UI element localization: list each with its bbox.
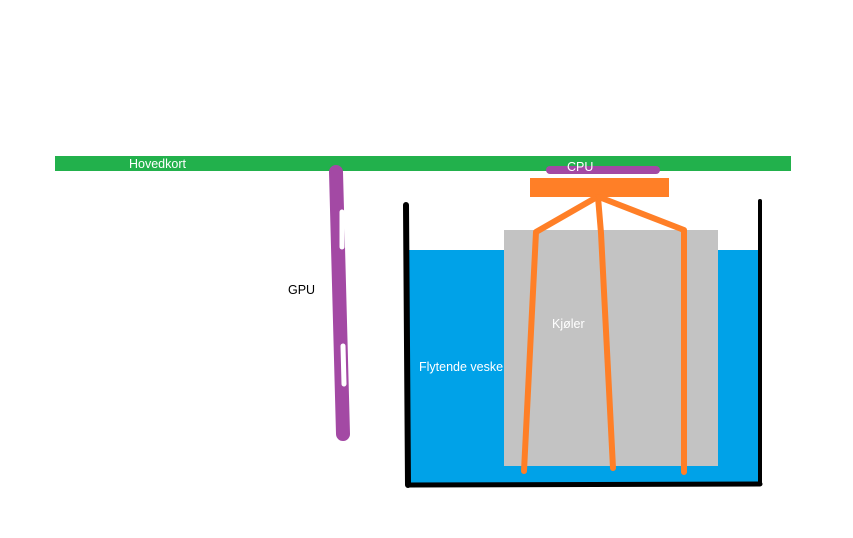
heat-pipe-middle: [595, 194, 616, 471]
cooler-label: Kjøler: [552, 317, 585, 331]
gpu-slot-lower: [340, 343, 347, 387]
gpu-body: [329, 165, 350, 441]
heat-pipe-right: [596, 194, 687, 475]
heat-spreader-plate: [530, 178, 669, 197]
heat-pipes: [521, 194, 687, 475]
tank: [403, 199, 763, 488]
liquid-label: Flytende veske: [419, 360, 503, 374]
tank-left-wall: [403, 202, 411, 488]
gpu-card: [329, 165, 350, 441]
motherboard-label: Hovedkort: [129, 157, 186, 171]
gpu-label: GPU: [288, 283, 315, 297]
tank-bottom-wall: [405, 481, 763, 488]
cpu-label: CPU: [567, 160, 593, 174]
heat-pipe-left: [521, 194, 600, 474]
